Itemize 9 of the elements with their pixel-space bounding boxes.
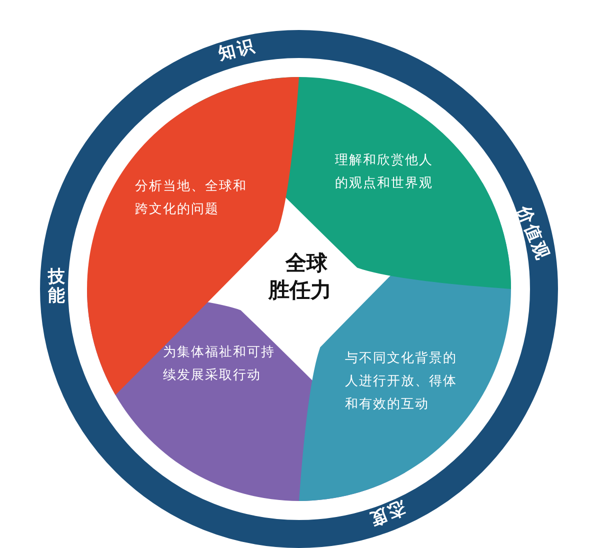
petal-text: 分析当地、全球和跨文化的问题 (135, 178, 248, 219)
ring-label: 技能 (48, 268, 65, 306)
petal-text: 为集体福祉和可持续发展采取行动 (163, 344, 276, 385)
ring-label: 态度 (365, 496, 409, 532)
petal-text: 与不同文化背景的人进行开放、得体和有效的互动 (345, 350, 458, 414)
ring-label: 价值观 (512, 202, 554, 264)
petal-text: 理解和欣赏他人的观点和世界观 (335, 152, 434, 193)
ring-label: 知识 (216, 34, 258, 66)
center-title: 全球胜任力 (267, 250, 332, 304)
